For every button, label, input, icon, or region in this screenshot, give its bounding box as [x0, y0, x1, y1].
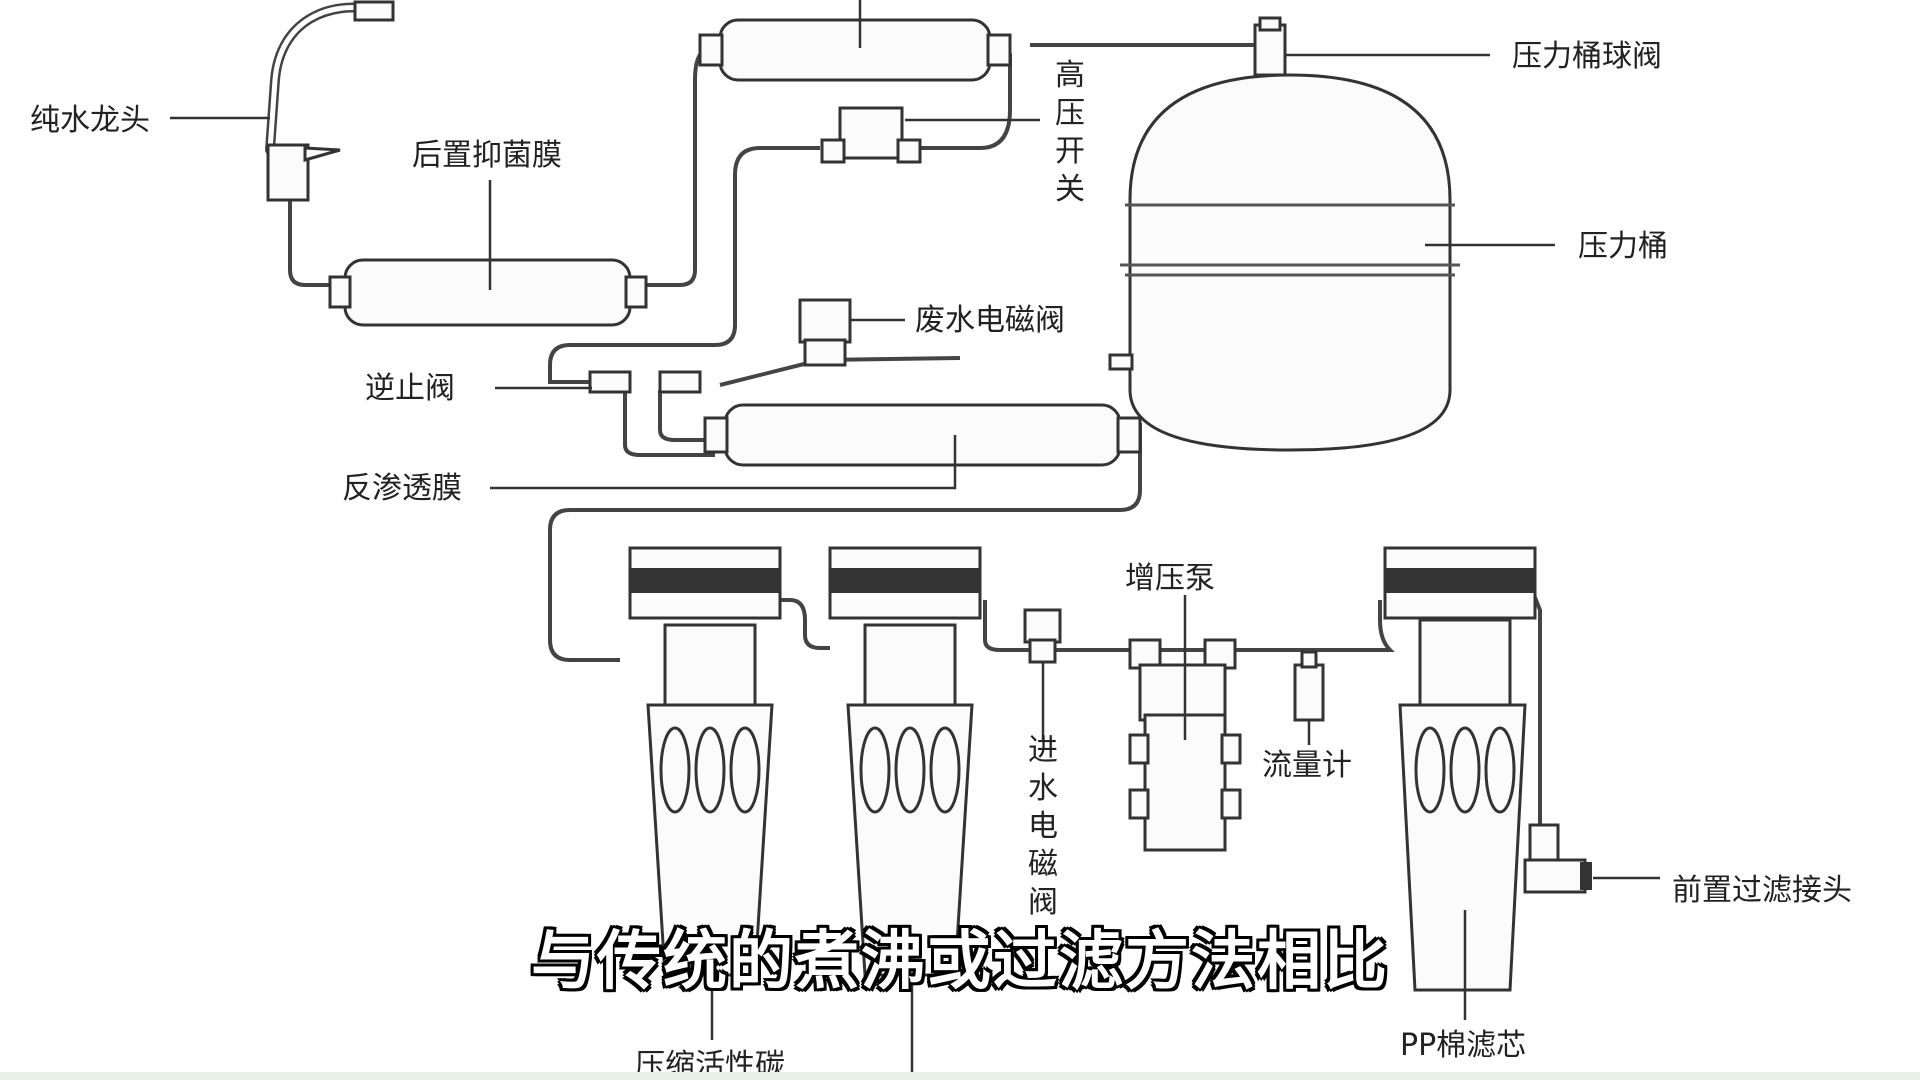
flow-meter [1293, 650, 1325, 745]
label-inlet-solenoid-valve-2: 水 [1028, 771, 1058, 806]
label-inlet-solenoid-valve-1: 进 [1028, 733, 1058, 768]
label-pressure-tank: 压力桶 [1578, 229, 1668, 264]
label-check-valve: 逆止阀 [365, 371, 455, 406]
label-pp-cotton-filter: PP棉滤芯 [1400, 1028, 1526, 1063]
label-booster-pump: 增压泵 [1125, 561, 1215, 596]
label-high-pressure-switch-1: 高 [1055, 58, 1085, 93]
pipes [265, 2, 1542, 825]
bottom-strip [0, 1072, 1920, 1080]
pre-filter-connector [1523, 823, 1660, 894]
pressure-tank [1108, 53, 1555, 452]
label-inlet-solenoid-valve-5: 阀 [1028, 885, 1058, 920]
inlet-solenoid-valve [1023, 608, 1062, 740]
label-flow-meter: 流量计 [1262, 748, 1352, 783]
booster-pump [1128, 595, 1242, 852]
label-pressure-tank-ball-valve: 压力桶球阀 [1512, 39, 1662, 74]
filter-housing-1 [628, 546, 782, 977]
label-high-pressure-switch-3: 开 [1055, 134, 1085, 169]
high-pressure-switch [820, 106, 1040, 164]
label-post-antibacterial-membrane: 后置抑菌膜 [412, 138, 562, 173]
filter-housing-3 [1383, 546, 1537, 992]
top-cartridge [698, 0, 1012, 82]
labels: 纯水龙头 后置抑菌膜 高 压 开 关 压力桶球阀 压力桶 废水电磁阀 逆止阀 反… [30, 39, 1852, 1080]
label-high-pressure-switch-4: 关 [1055, 172, 1085, 207]
check-valve [495, 370, 702, 394]
ball-valve [1253, 16, 1287, 77]
faucet [266, 0, 395, 202]
label-ro-membrane: 反渗透膜 [342, 471, 462, 506]
label-high-pressure-switch-2: 压 [1055, 96, 1085, 131]
filter-housing-2 [828, 546, 982, 977]
label-waste-water-solenoid-valve: 废水电磁阀 [915, 303, 1065, 338]
post-antibacterial-membrane [328, 180, 648, 327]
filter-housings [628, 546, 1537, 1080]
label-pure-water-faucet: 纯水龙头 [30, 103, 150, 138]
waste-water-solenoid-valve [798, 298, 905, 367]
label-pre-filter-connector: 前置过滤接头 [1672, 873, 1852, 908]
label-inlet-solenoid-valve-4: 磁 [1028, 847, 1058, 882]
video-subtitle: 与传统的煮沸或过滤方法相比 [531, 925, 1389, 999]
label-inlet-solenoid-valve-3: 电 [1028, 809, 1058, 844]
ro-membrane [490, 403, 1142, 490]
